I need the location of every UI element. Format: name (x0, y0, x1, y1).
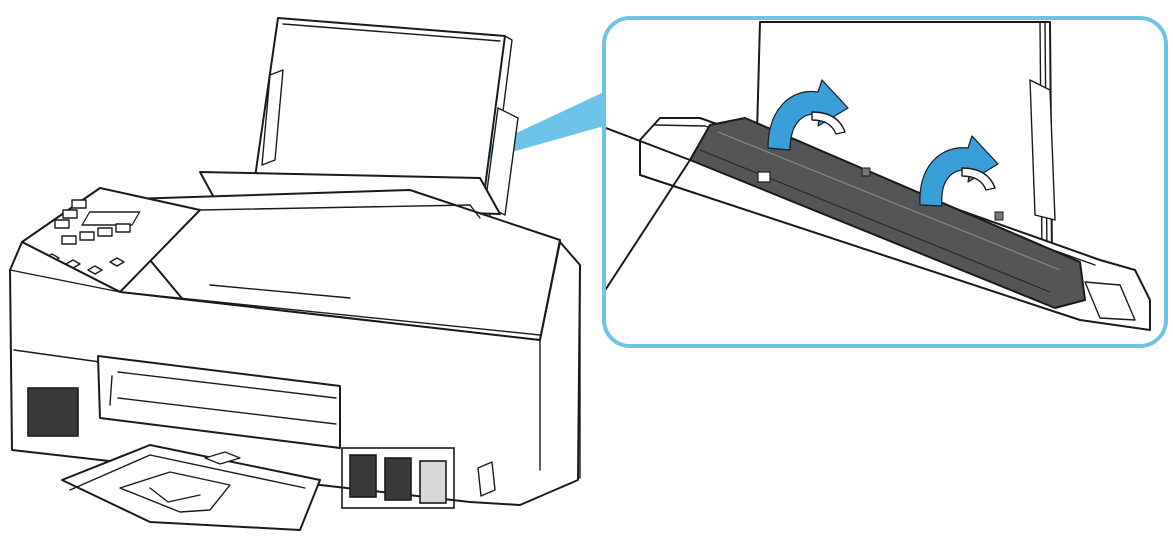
paper-stack (251, 17, 519, 231)
lcd-display (81, 211, 141, 226)
panel-button (71, 199, 87, 209)
panel-button (87, 265, 103, 275)
panel-button (115, 223, 131, 233)
side-tab (477, 461, 496, 497)
left-ink-tank-window (27, 387, 79, 437)
open-cover-arrow-right (919, 135, 999, 207)
callout-paper (755, 21, 1056, 261)
ink-tank-magenta (419, 460, 447, 504)
ink-tank-cyan (384, 457, 412, 501)
printer (9, 17, 581, 531)
panel-button (97, 227, 113, 237)
paper-guide (861, 167, 871, 177)
ink-tank-black (349, 454, 377, 498)
output-tray (61, 444, 321, 531)
callout-body-edge (606, 127, 691, 293)
panel-button (62, 209, 78, 219)
panel-button (109, 257, 125, 267)
panel-button (61, 235, 77, 245)
ink-tanks (341, 447, 455, 509)
callout-detail (602, 16, 1168, 348)
paper-guide (757, 171, 771, 183)
ink-tank-frame (341, 447, 455, 509)
panel-button (79, 231, 95, 241)
output-slot (97, 355, 341, 449)
panel-button (54, 219, 70, 229)
open-cover-arrow-left (767, 79, 849, 151)
paper-guide (994, 211, 1004, 221)
operation-panel (21, 187, 201, 293)
